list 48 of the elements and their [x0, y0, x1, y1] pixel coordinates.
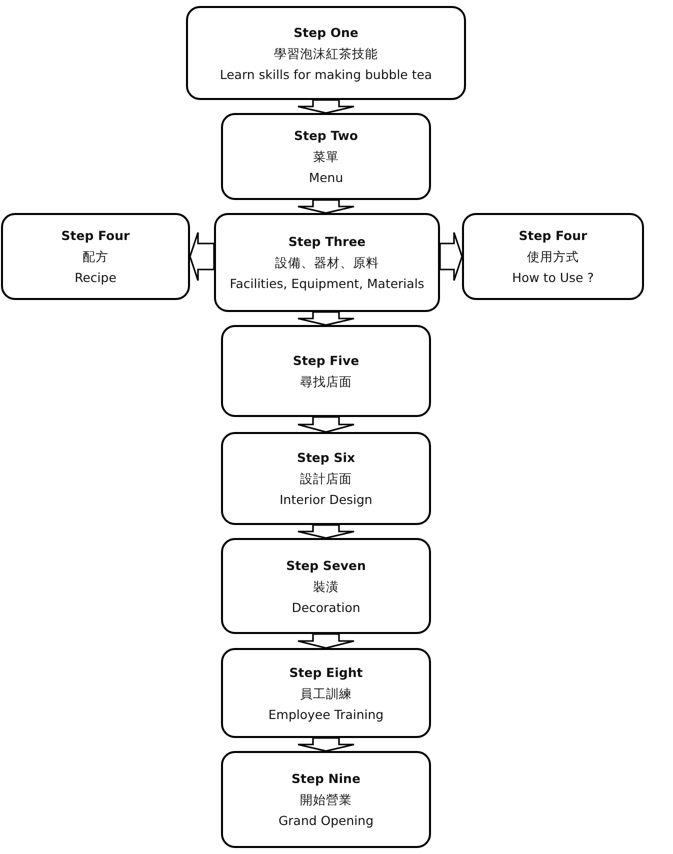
step-box: [214, 213, 440, 312]
block-arrow: [297, 199, 355, 214]
step-title: Step Seven: [286, 558, 366, 572]
step-box: [221, 751, 431, 848]
step-title: Step Five: [292, 353, 360, 368]
block-arrow: [189, 232, 215, 282]
block-arrow: [297, 311, 355, 326]
step-text: Learn skills for making bubble tea: [220, 66, 432, 82]
step-text: 配方: [82, 249, 108, 264]
step-title: Step Nine: [292, 771, 360, 786]
step-text: 設備、器材、原料: [275, 255, 379, 270]
step-text: How to Use ?: [512, 270, 594, 285]
step-title: Step Four: [61, 228, 130, 243]
step-text: Employee Training: [268, 706, 384, 722]
step-text: Menu: [308, 170, 344, 185]
step-text: Grand Opening: [278, 813, 374, 828]
block-arrow: [439, 232, 463, 282]
step-title: Step Two: [294, 128, 358, 143]
block-arrow: [297, 524, 355, 539]
step-text: 學習泡沫紅茶技能: [274, 46, 378, 60]
step-title: Step One: [294, 24, 358, 40]
step-box: [221, 538, 431, 634]
step-box: [1, 213, 190, 300]
block-arrow: [297, 737, 355, 752]
step-text: 尋找店面: [300, 374, 352, 389]
step-title: Step Four: [518, 228, 588, 243]
step-box: [221, 113, 431, 200]
step-text: Interior Design: [280, 492, 372, 507]
step-title: Step Six: [296, 450, 356, 465]
step-text: 設計店面: [300, 471, 352, 486]
step-text: Decoration: [292, 600, 360, 614]
step-text: Recipe: [74, 270, 116, 285]
step-box: [221, 325, 431, 417]
step-title: Step Three: [288, 234, 366, 249]
step-title: Step Eight: [289, 664, 363, 680]
block-arrow: [297, 99, 355, 114]
block-arrow: [297, 416, 355, 433]
step-box: [221, 432, 431, 525]
step-text: 開始營業: [300, 792, 352, 807]
step-box: [186, 6, 466, 100]
step-text: 使用方式: [527, 249, 579, 264]
step-text: 菜單: [313, 149, 339, 164]
step-box: [462, 213, 644, 300]
block-arrow: [297, 633, 355, 649]
step-box: [221, 648, 431, 738]
step-text: 員工訓練: [300, 686, 352, 700]
step-text: Facilities, Equipment, Materials: [230, 276, 424, 291]
step-text: 裝潢: [313, 578, 339, 594]
